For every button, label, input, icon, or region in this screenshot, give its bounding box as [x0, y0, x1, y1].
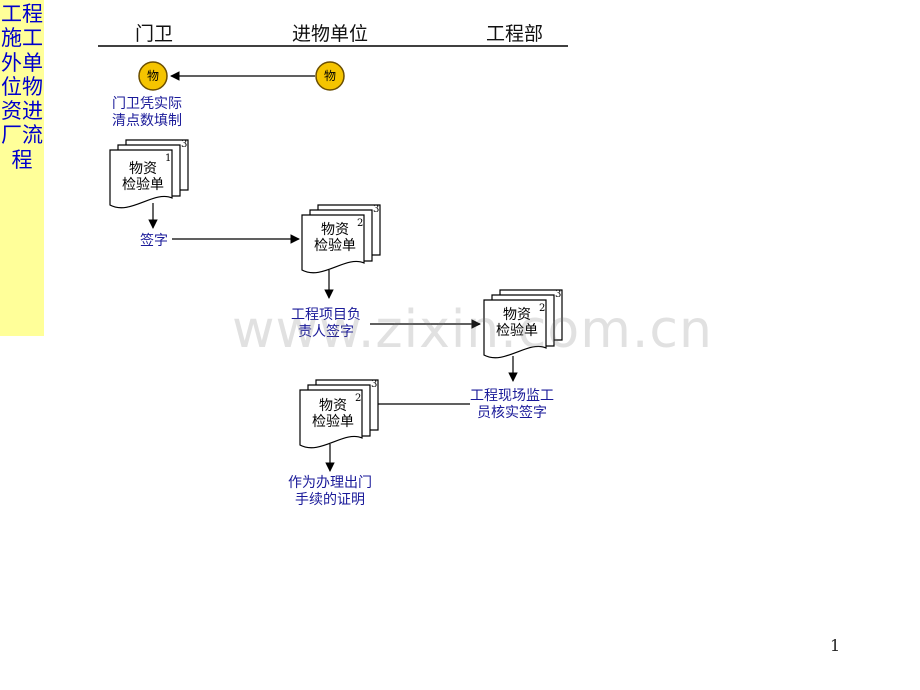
doc1-title-line1: 物资	[129, 161, 157, 177]
doc3-copy-index: 2	[539, 303, 545, 314]
doc3-title-line1: 物资	[503, 307, 531, 323]
doc4-title-line2: 检验单	[312, 414, 354, 430]
document-inspection-3: 3 2 物资 检验单	[483, 289, 563, 359]
doc2-copy-index: 2	[357, 218, 363, 229]
doc3-title-line2: 检验单	[496, 323, 538, 339]
column-header-guard: 门卫	[135, 23, 174, 45]
doc4-copy-index: 2	[355, 393, 361, 404]
sidebar-title: 工程施工外单位物资进厂流程	[1, 2, 43, 172]
column-header-supplier: 进物单位	[292, 23, 369, 45]
label-project-lead-sign: 工程项目负 责人签字	[291, 307, 361, 340]
label-site-supervisor-sign: 工程现场监工 员核实签字	[470, 388, 554, 421]
label-guard-fill: 门卫凭实际 清点数填制	[112, 96, 182, 129]
label-exit-proof: 作为办理出门 手续的证明	[288, 475, 372, 508]
doc2-copy-count: 3	[373, 204, 379, 215]
page-number: 1	[830, 636, 841, 655]
doc2-title-line1: 物资	[321, 222, 349, 238]
doc3-copy-count: 3	[555, 289, 561, 300]
document-inspection-2: 3 2 物资 检验单	[301, 204, 381, 274]
doc2-title-line2: 检验单	[314, 238, 356, 254]
document-inspection-4: 3 2 物资 检验单	[299, 379, 379, 449]
doc1-copy-index: 1	[165, 153, 171, 164]
circle-node-guard: 物	[138, 61, 168, 91]
circle-node-guard-text: 物	[147, 69, 159, 83]
doc1-title-line2: 检验单	[122, 177, 164, 193]
doc1-copy-count: 3	[181, 139, 187, 150]
column-header-engineering: 工程部	[486, 23, 544, 45]
document-inspection-1: 3 1 物资 检验单	[109, 139, 189, 209]
doc4-title-line1: 物资	[319, 398, 347, 414]
label-sign: 签字	[140, 233, 168, 249]
circle-node-supplier-text: 物	[324, 69, 336, 83]
sidebar-title-panel: 工程施工外单位物资进厂流程	[0, 0, 44, 336]
doc4-copy-count: 3	[371, 379, 377, 390]
watermark: www.zixin.com.cn	[232, 300, 713, 360]
circle-node-supplier: 物	[315, 61, 345, 91]
